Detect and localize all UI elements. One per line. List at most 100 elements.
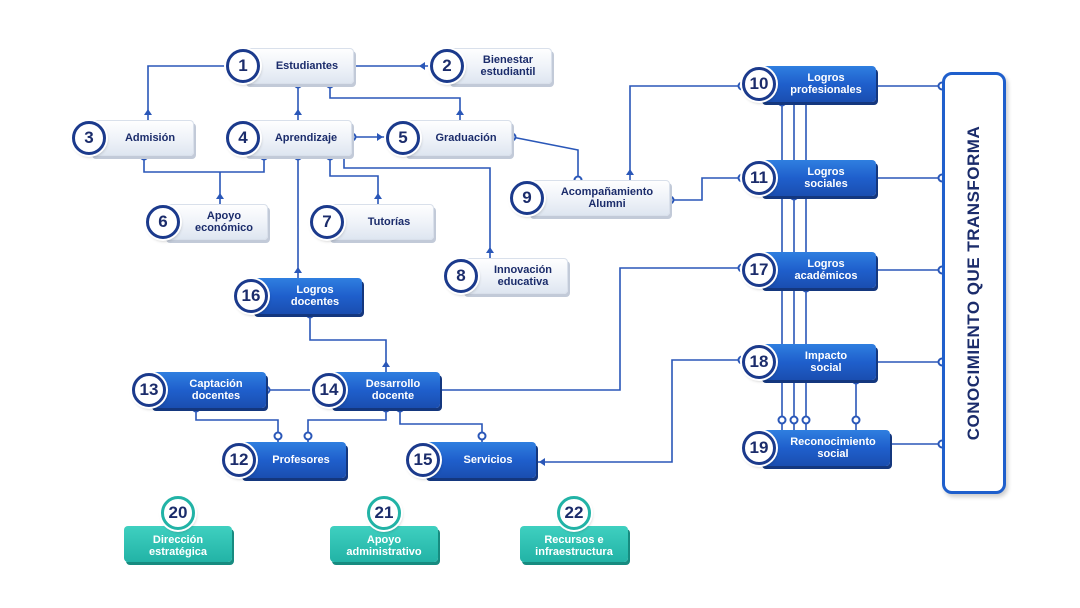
node-label-captacion-docentes: Captación docentes (150, 372, 266, 408)
node-label-estudiantes: Estudiantes (244, 48, 354, 84)
node-number-badge: 18 (742, 345, 776, 379)
connector-line (343, 156, 491, 258)
node-number-badge: 15 (406, 443, 440, 477)
node-label-aprendizaje: Aprendizaje (244, 120, 352, 156)
arrow-up-icon (294, 109, 302, 115)
connector-line (511, 136, 579, 180)
arrow-up-icon (486, 247, 494, 253)
connector-dot (789, 415, 799, 425)
node-number-badge: 13 (132, 373, 166, 407)
arrow-up-icon (374, 193, 382, 199)
arrow-up-icon (294, 267, 302, 273)
arrow-right-icon (377, 133, 383, 141)
node-label-logros-docentes: Logros docentes (252, 278, 362, 314)
node-number-badge: 16 (234, 279, 268, 313)
node-label-profesores: Profesores (240, 442, 346, 478)
node-label-recursos-infraestructura: Recursos e infraestructura (520, 526, 628, 562)
connector-line (147, 65, 244, 120)
node-label-apoyo-economico: Apoyo económico (164, 204, 268, 240)
node-number-badge: 11 (742, 161, 776, 195)
connector-line (329, 84, 461, 120)
connector-line (629, 85, 742, 180)
node-number-badge: 2 (430, 49, 464, 83)
node-number-badge: 14 (312, 373, 346, 407)
node-number-badge: 6 (146, 205, 180, 239)
node-number-badge: 20 (161, 496, 195, 530)
arrow-up-icon (216, 193, 224, 199)
node-label-apoyo-administrativo: Apoyo administrativo (330, 526, 438, 562)
node-label-desarrollo-docente: Desarrollo docente (330, 372, 440, 408)
node-number-badge: 12 (222, 443, 256, 477)
node-number-badge: 19 (742, 431, 776, 465)
node-label-tutorias: Tutorías (328, 204, 434, 240)
node-label-logros-sociales: Logros sociales (760, 160, 876, 196)
node-label-admision: Admisión (90, 120, 194, 156)
node-label-bienestar-estudiantil: Bienestar estudiantil (448, 48, 552, 84)
node-label-acompanamiento-alumni: Acompañamiento Alumni (528, 180, 670, 216)
node-number-badge: 3 (72, 121, 106, 155)
node-number-badge: 17 (742, 253, 776, 287)
node-label-logros-profesionales: Logros profesionales (760, 66, 876, 102)
node-number-badge: 7 (310, 205, 344, 239)
conocimiento-panel: CONOCIMIENTO QUE TRANSFORMA (942, 72, 1006, 494)
connector-line (399, 408, 483, 442)
node-label-direccion-estrategica: Dirección estratégica (124, 526, 232, 562)
node-label-reconocimiento-social: Reconocimiento social (760, 430, 890, 466)
connector-line (536, 359, 742, 463)
connector-line (309, 314, 387, 372)
node-label-innovacion-educativa: Innovación educativa (462, 258, 568, 294)
arrow-up-icon (456, 109, 464, 115)
node-number-badge: 5 (386, 121, 420, 155)
panel-title: CONOCIMIENTO QUE TRANSFORMA (964, 125, 983, 441)
arrow-left-icon (539, 458, 545, 466)
connector-line (307, 408, 387, 442)
arrow-up-icon (144, 109, 152, 115)
node-number-badge: 21 (367, 496, 401, 530)
connector-dot (477, 431, 487, 441)
arrow-left-icon (419, 62, 425, 70)
connector-dot (801, 415, 811, 425)
connector-line (143, 156, 265, 173)
connector-dot (303, 431, 313, 441)
node-number-badge: 8 (444, 259, 478, 293)
node-number-badge: 22 (557, 496, 591, 530)
connector-dot (777, 415, 787, 425)
connector-dot (273, 431, 283, 441)
connector-line (195, 408, 279, 442)
arrow-up-icon (626, 169, 634, 175)
arrow-up-icon (382, 361, 390, 367)
node-label-graduacion: Graduación (404, 120, 512, 156)
node-number-badge: 10 (742, 67, 776, 101)
node-label-impacto-social: Impacto social (760, 344, 876, 380)
node-label-logros-academicos: Logros académicos (760, 252, 876, 288)
connector-line (329, 156, 379, 204)
node-number-badge: 9 (510, 181, 544, 215)
connector-line (440, 267, 742, 391)
connector-dot (851, 415, 861, 425)
node-label-servicios: Servicios (424, 442, 536, 478)
node-number-badge: 4 (226, 121, 260, 155)
node-number-badge: 1 (226, 49, 260, 83)
